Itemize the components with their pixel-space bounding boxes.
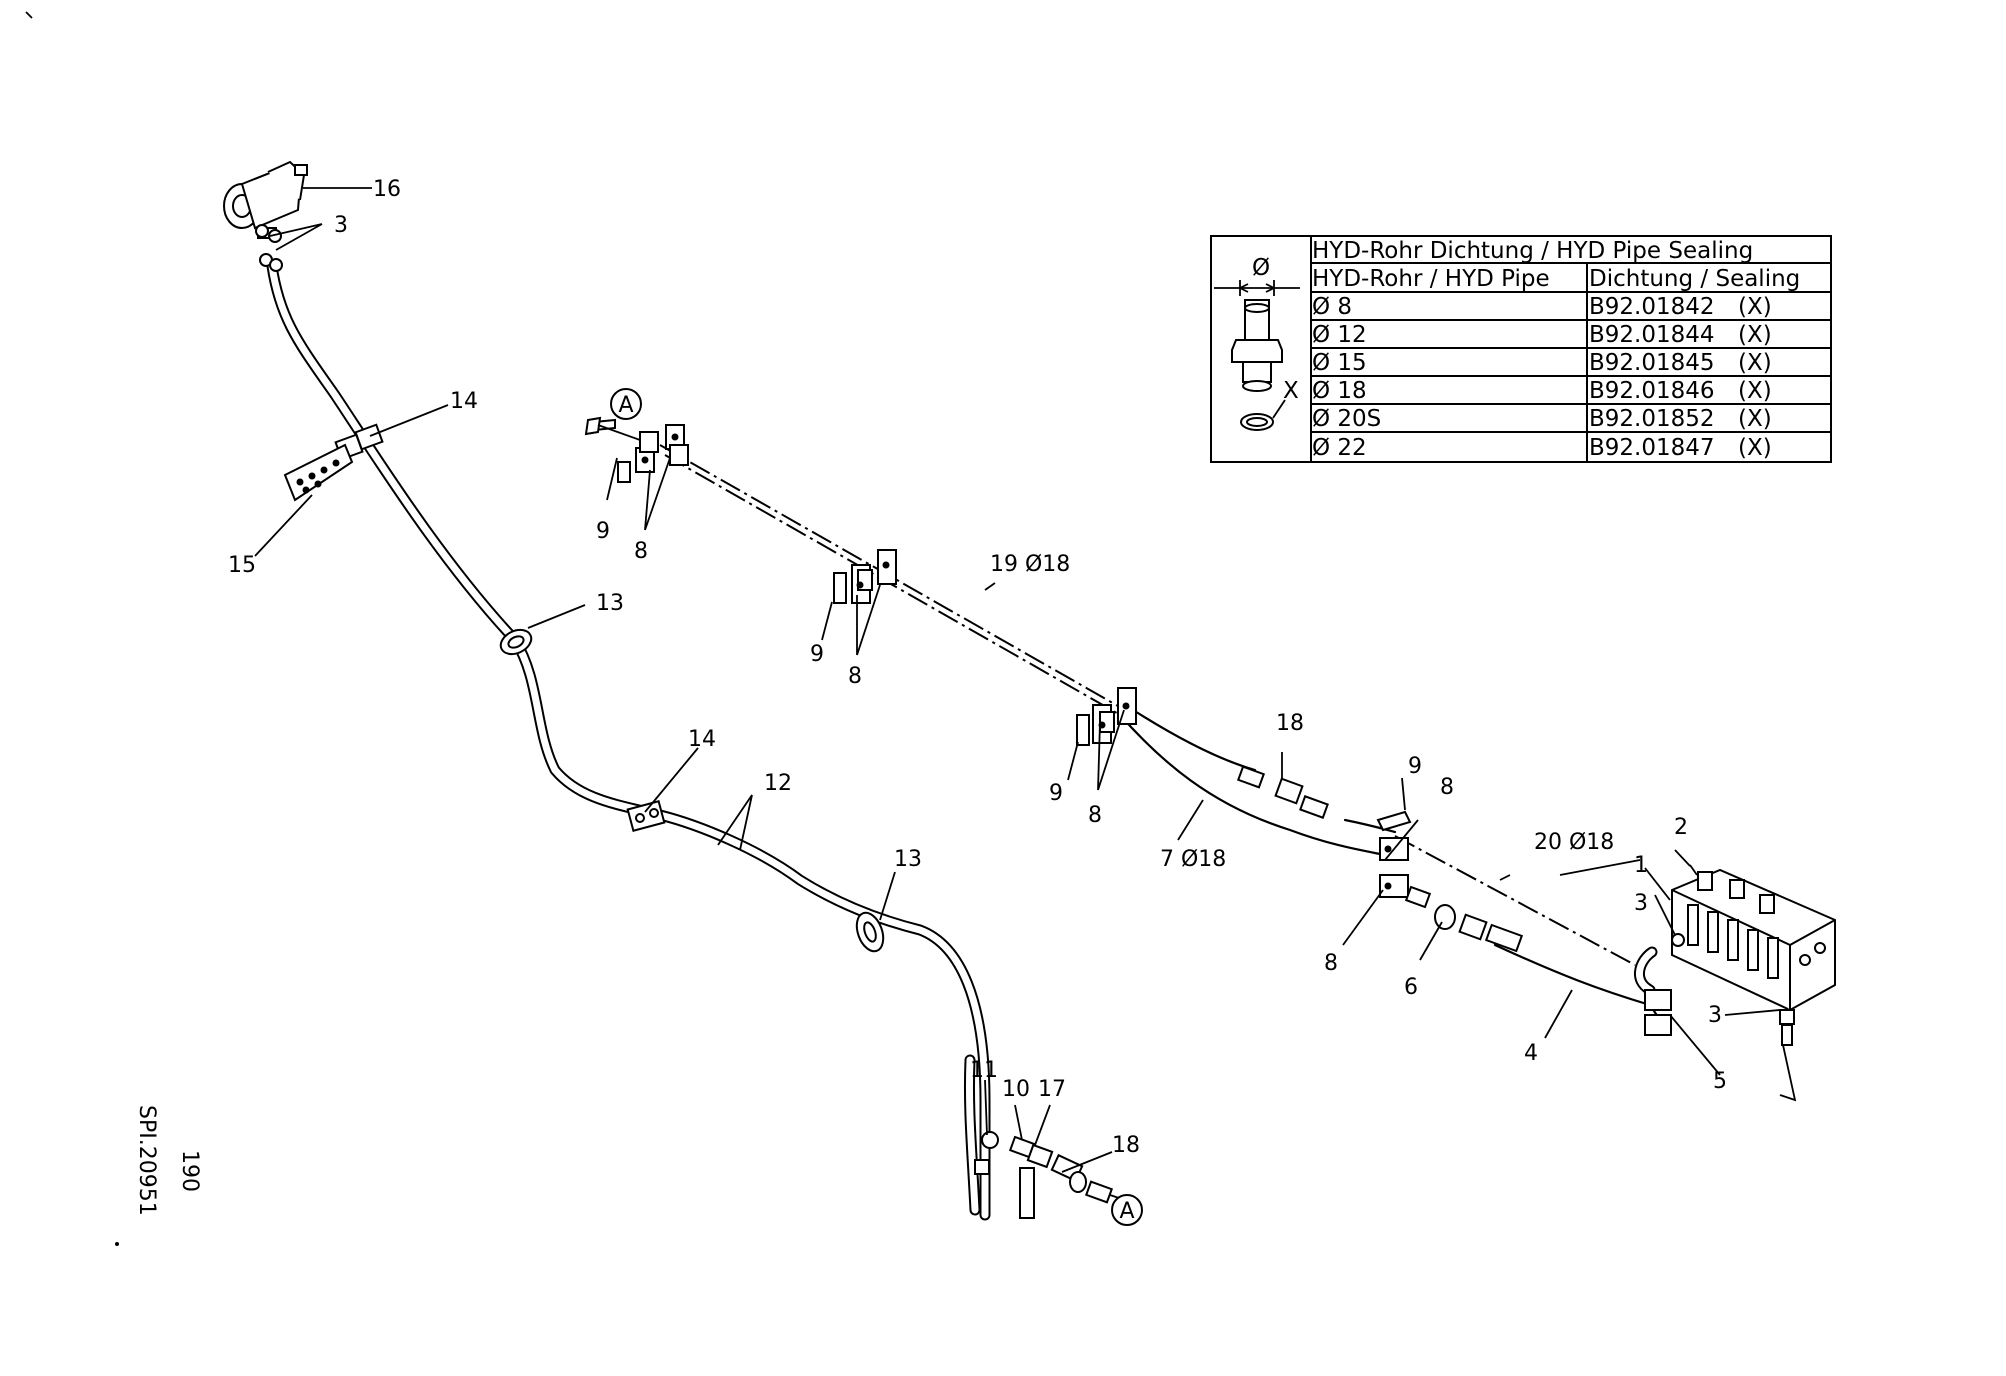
table-row-mark: (X) bbox=[1738, 406, 1772, 432]
pipe-clamp-group-2 bbox=[833, 549, 897, 604]
callout-8b: 8 bbox=[848, 664, 862, 689]
callout-8c: 8 bbox=[1088, 803, 1102, 828]
leader-lines bbox=[254, 187, 1797, 1201]
table-row-pipe: Ø 8 bbox=[1312, 294, 1352, 320]
callout-19: 19 Ø18 bbox=[990, 552, 1070, 577]
table-row-seal: B92.01852 bbox=[1589, 406, 1715, 432]
callout-3a: 3 bbox=[334, 213, 348, 238]
callout-2: 2 bbox=[1674, 815, 1688, 840]
table-row-mark: (X) bbox=[1738, 294, 1772, 320]
drawing-id: SPI.20951 bbox=[134, 1105, 159, 1216]
connector-a-top: A bbox=[584, 388, 642, 441]
table-col-seal: Dichtung / Sealing bbox=[1589, 266, 1800, 292]
callout-18a: 18 bbox=[1276, 711, 1304, 736]
fitting-11 bbox=[974, 1131, 999, 1175]
table-row-seal: B92.01847 bbox=[1589, 435, 1715, 461]
control-valve-block-2 bbox=[1671, 868, 1836, 1046]
table-row-seal: B92.01842 bbox=[1589, 294, 1715, 320]
callout-9c: 9 bbox=[1049, 781, 1063, 806]
callout-14b: 14 bbox=[688, 727, 716, 752]
table-col-pipe: HYD-Rohr / HYD Pipe bbox=[1312, 266, 1550, 292]
table-row-pipe: Ø 15 bbox=[1312, 350, 1367, 376]
callout-9b: 9 bbox=[810, 642, 824, 667]
seal-diameter-symbol: Ø bbox=[1252, 255, 1270, 281]
callout-9d: 9 bbox=[1408, 754, 1422, 779]
pipe-clamp-group-1 bbox=[593, 418, 689, 483]
ring-13-lower bbox=[855, 911, 885, 953]
hose-line-main bbox=[266, 260, 991, 1221]
pipe-4 bbox=[1493, 943, 1662, 1022]
callout-9a: 9 bbox=[596, 519, 610, 544]
table-row-seal: B92.01845 bbox=[1589, 350, 1715, 376]
callout-10: 10 bbox=[1002, 1077, 1030, 1102]
table-row-pipe: Ø 20S bbox=[1312, 406, 1381, 432]
callout-17: 17 bbox=[1038, 1077, 1066, 1102]
connector-a-bottom-label: A bbox=[1119, 1199, 1134, 1224]
table-row-seal: B92.01846 bbox=[1589, 378, 1715, 404]
table-row-mark: (X) bbox=[1738, 378, 1772, 404]
table-row-mark: (X) bbox=[1738, 435, 1772, 461]
connector-a-bottom: A bbox=[1111, 1194, 1143, 1226]
callout-6: 6 bbox=[1404, 975, 1418, 1000]
clamp-14-middle bbox=[626, 800, 666, 832]
pipe-clamp-group-4 bbox=[1376, 810, 1412, 898]
callout-11: 11 bbox=[970, 1058, 998, 1083]
elbow-fitting bbox=[1634, 946, 1672, 1036]
seal-marker-x: X bbox=[1283, 378, 1299, 404]
corner-mark bbox=[25, 11, 33, 19]
table-row-seal: B92.01844 bbox=[1589, 322, 1715, 348]
table-title: HYD-Rohr Dichtung / HYD Pipe Sealing bbox=[1312, 238, 1753, 264]
fitting-6 bbox=[1404, 885, 1524, 953]
corner-dot bbox=[115, 1242, 119, 1246]
callout-13b: 13 bbox=[894, 847, 922, 872]
connector-a-top-label: A bbox=[618, 393, 633, 418]
callout-15: 15 bbox=[228, 553, 256, 578]
callout-13a: 13 bbox=[596, 591, 624, 616]
callout-4: 4 bbox=[1524, 1041, 1538, 1066]
callout-12: 12 bbox=[764, 771, 792, 796]
fitting-18-bottom bbox=[1069, 1171, 1114, 1204]
callout-8e: 8 bbox=[1324, 951, 1338, 976]
table-row-mark: (X) bbox=[1738, 350, 1772, 376]
fitting-18-middle bbox=[1236, 765, 1329, 819]
pipe-20 bbox=[1394, 835, 1636, 966]
callout-3c: 3 bbox=[1708, 1003, 1722, 1028]
callout-20: 20 Ø18 bbox=[1534, 830, 1614, 855]
ring-13-top bbox=[499, 628, 533, 656]
table-row-pipe: Ø 18 bbox=[1312, 378, 1367, 404]
guard-15 bbox=[283, 443, 354, 502]
callout-14a: 14 bbox=[450, 389, 478, 414]
callout-8d: 8 bbox=[1440, 775, 1454, 800]
table-row-mark: (X) bbox=[1738, 322, 1772, 348]
callout-7: 7 Ø18 bbox=[1160, 847, 1226, 872]
callout-8a: 8 bbox=[634, 539, 648, 564]
callout-1: 1 bbox=[1634, 853, 1648, 878]
figure-number: 190 bbox=[177, 1150, 202, 1192]
callout-labels: 16 3 14 15 13 9 8 19 Ø18 9 8 9 8 14 12 1… bbox=[228, 177, 1727, 1158]
filter-16 bbox=[223, 160, 308, 272]
callout-16: 16 bbox=[373, 177, 401, 202]
pipe-clamp-group-3 bbox=[1076, 687, 1137, 746]
callout-5: 5 bbox=[1713, 1069, 1727, 1094]
table-row-pipe: Ø 12 bbox=[1312, 322, 1367, 348]
seal-sketch: Ø X bbox=[1214, 255, 1300, 431]
callout-18b: 18 bbox=[1112, 1133, 1140, 1158]
table-row-pipe: Ø 22 bbox=[1312, 435, 1367, 461]
callout-3b: 3 bbox=[1634, 891, 1648, 916]
sealing-table: HYD-Rohr Dichtung / HYD Pipe Sealing HYD… bbox=[1210, 235, 1832, 463]
pipe-7 bbox=[1118, 713, 1387, 857]
